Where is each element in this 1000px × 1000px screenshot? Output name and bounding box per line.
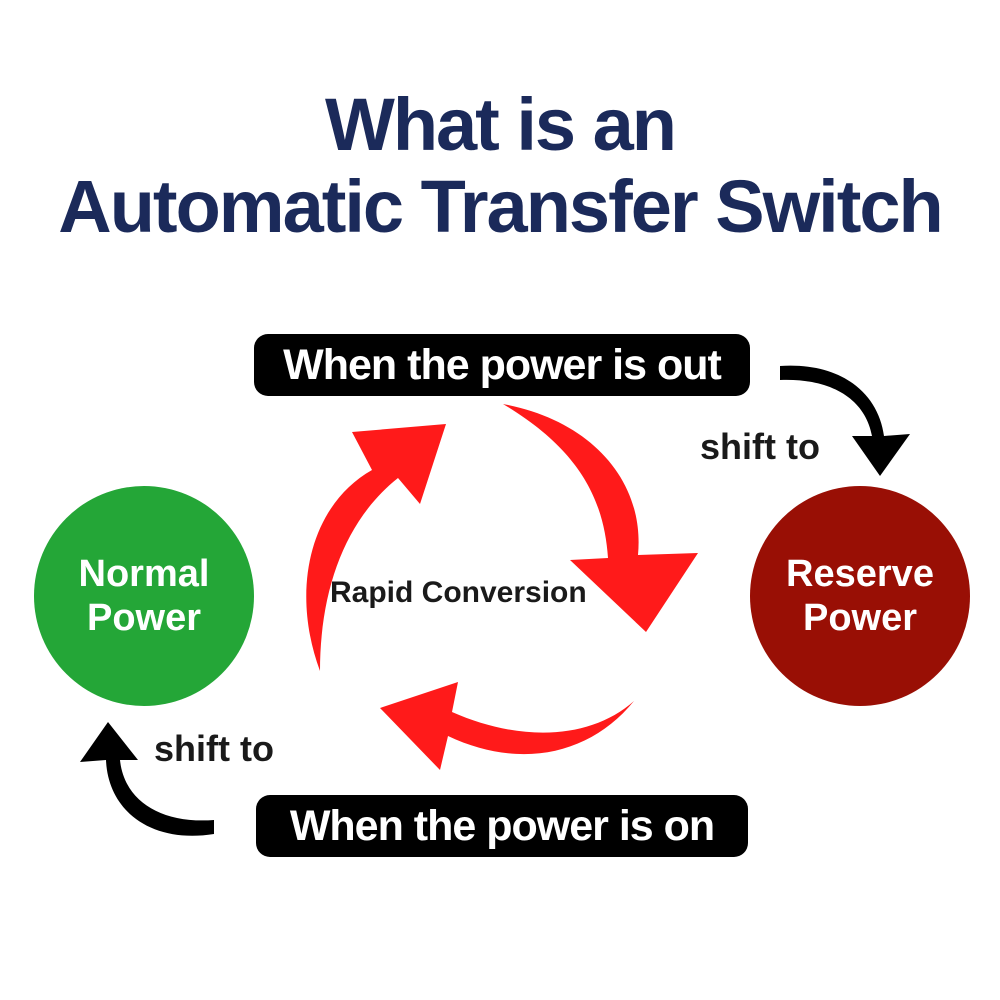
power-on-label: When the power is on — [256, 795, 748, 857]
title-line-1: What is an — [324, 83, 677, 166]
red-arrow-bottom-icon — [380, 682, 634, 770]
red-arrow-top-right-icon — [503, 404, 698, 632]
reserve-power-line-2: Power — [802, 597, 918, 639]
red-cycle-arrows-icon — [306, 404, 698, 770]
shift-to-normal-label: shift to — [154, 728, 274, 769]
title-line-2: Automatic Transfer Switch — [58, 165, 943, 248]
power-out-label: When the power is out — [254, 334, 750, 396]
reserve-power-node: Reserve Power — [750, 486, 970, 706]
shift-arrow-to-normal-icon — [80, 722, 214, 836]
shift-arrow-to-reserve-icon — [780, 365, 910, 476]
normal-power-line-2: Power — [86, 597, 202, 639]
shift-to-reserve-label: shift to — [700, 426, 820, 467]
reserve-power-line-1: Reserve — [786, 553, 934, 595]
normal-power-line-1: Normal — [78, 553, 210, 595]
red-arrow-left-icon — [306, 424, 446, 671]
normal-power-node: Normal Power — [34, 486, 254, 706]
rapid-conversion-label: Rapid Conversion — [330, 576, 587, 609]
black-shift-arrows-icon — [80, 365, 910, 836]
